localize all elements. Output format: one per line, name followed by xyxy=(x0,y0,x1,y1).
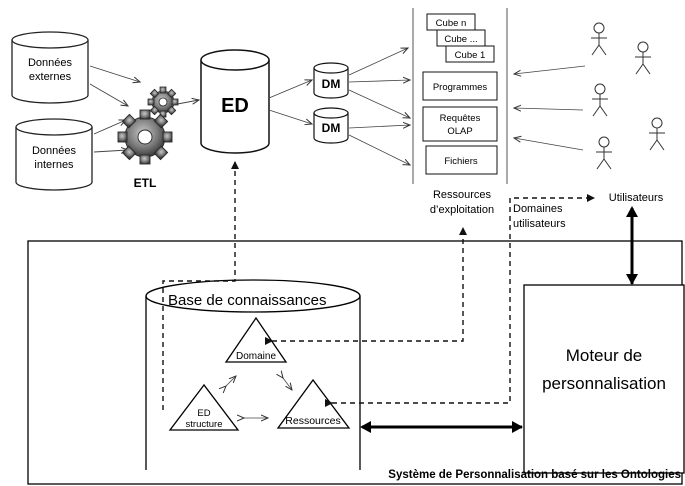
link-domain-ed xyxy=(226,376,236,386)
programmes-label: Programmes xyxy=(433,82,488,93)
system-caption: Système de Personnalisation basé sur les… xyxy=(388,469,681,481)
arrow-external-etl-2 xyxy=(89,83,128,106)
etl-gears-icon xyxy=(117,86,179,165)
olap-queries-label-1: Requêtes xyxy=(440,113,481,124)
user-person-icon xyxy=(635,41,651,75)
data-warehouse-cylinder: ED xyxy=(200,49,270,154)
data-mart-2-cylinder: DM xyxy=(313,107,349,144)
cube-stack: Cube n Cube ... Cube 1 xyxy=(426,13,495,63)
domain-label: Domaine xyxy=(236,351,276,362)
olap-queries-label-2: OLAP xyxy=(447,126,472,137)
user-person-icon xyxy=(591,22,607,56)
arrow-dm1-resources-2 xyxy=(348,80,410,82)
user-person-icon xyxy=(649,117,665,151)
arrow-internal-etl-2 xyxy=(93,150,128,152)
arrow-dm1-resources-1 xyxy=(348,48,408,76)
arrow-internal-etl-1 xyxy=(93,120,126,135)
internal-data-cylinder: Données internes xyxy=(15,118,93,191)
personalization-engine-label-1: Moteur de xyxy=(566,346,643,365)
user-domains-label-2: utilisateurs xyxy=(513,218,566,230)
etl-label: ETL xyxy=(134,176,157,190)
programmes-box xyxy=(422,71,498,101)
small-gear-icon xyxy=(147,86,179,118)
data-mart-1-label: DM xyxy=(322,77,341,91)
arrow-external-etl-1 xyxy=(89,65,140,82)
users-label: Utilisateurs xyxy=(609,192,664,204)
user-person-icon xyxy=(596,136,612,170)
external-data-cylinder: Données externes xyxy=(11,31,89,104)
cube-1-box xyxy=(445,45,495,63)
arrow-users-resources-2 xyxy=(514,108,584,110)
external-data-label-1: Données xyxy=(28,57,73,69)
ed-structure-triangle xyxy=(168,383,240,431)
arrow-users-resources-1 xyxy=(514,65,586,74)
internal-data-label-1: Données xyxy=(32,145,77,157)
user-person-icon xyxy=(592,83,608,117)
arrow-dm2-resources-2 xyxy=(348,134,410,165)
arrow-users-resources-3 xyxy=(514,138,584,151)
dashed-domain-to-resources xyxy=(265,227,467,345)
resources-caption-1: Ressources xyxy=(433,189,492,201)
arrow-dm1-resources-3 xyxy=(348,89,410,118)
arrow-etl-warehouse xyxy=(171,100,199,106)
cube-dots-label: Cube ... xyxy=(444,34,477,45)
arrow-warehouse-dm2 xyxy=(268,109,312,124)
files-box xyxy=(425,145,498,175)
data-warehouse-label: ED xyxy=(221,95,249,117)
cube-n-label: Cube n xyxy=(436,18,467,29)
dashed-resources-to-users xyxy=(325,194,595,407)
data-mart-1-cylinder: DM xyxy=(313,62,349,99)
files-label: Fichiers xyxy=(444,156,478,167)
knowledge-base-title: Base de connaissances xyxy=(168,292,326,309)
ed-structure-label-2: structure xyxy=(186,419,223,430)
internal-data-label-2: internes xyxy=(34,159,74,171)
data-mart-2-label: DM xyxy=(322,121,341,135)
resources-label: Ressources xyxy=(285,415,340,427)
link-domain-resources xyxy=(283,378,292,390)
large-gear-icon xyxy=(117,109,173,165)
ed-structure-label-1: ED xyxy=(197,408,210,419)
arrow-warehouse-dm1 xyxy=(268,80,312,99)
dashed-kb-to-warehouse xyxy=(162,161,239,410)
personalization-engine-label-2: personnalisation xyxy=(542,374,666,393)
resources-caption-2: d’exploitation xyxy=(430,204,494,216)
cube-1-label: Cube 1 xyxy=(455,50,486,61)
user-figures xyxy=(591,22,665,170)
user-domains-label-1: Domaines xyxy=(513,203,563,215)
arrow-dm2-resources-1 xyxy=(348,125,410,128)
external-data-label-2: externes xyxy=(29,71,72,83)
olap-queries-box xyxy=(422,106,498,142)
